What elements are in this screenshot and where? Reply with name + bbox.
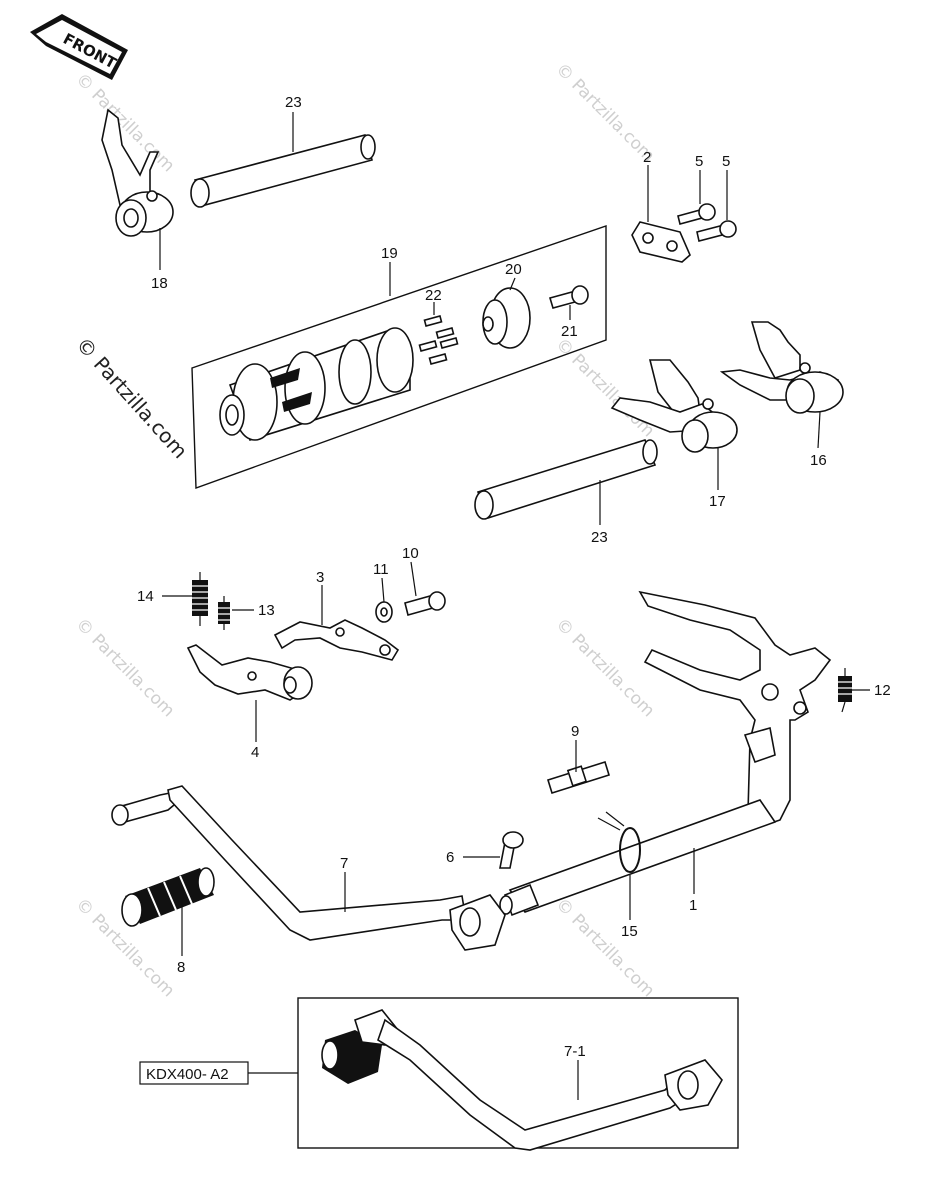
shift-fork-17 — [610, 359, 738, 453]
shift-fork-16 — [719, 321, 844, 414]
label-18: 18 — [151, 275, 168, 292]
label-7: 7 — [340, 855, 348, 872]
washer-11 — [375, 601, 393, 623]
label-1: 1 — [689, 897, 697, 914]
label-9: 9 — [571, 723, 579, 740]
stud-9 — [547, 760, 610, 795]
label-19: 19 — [381, 245, 398, 262]
screw-5b — [696, 220, 737, 242]
lever-4 — [186, 644, 313, 701]
spring-14 — [192, 572, 208, 626]
side-watermark: © Partzilla.com — [71, 332, 192, 463]
pedal-7 — [111, 785, 506, 951]
bolt-6 — [499, 831, 524, 869]
watermark: © Partzilla.com — [71, 614, 178, 721]
watermark: © Partzilla.com — [551, 334, 658, 441]
label-23-lower: 23 — [591, 529, 608, 546]
label-23-upper: 23 — [285, 94, 302, 111]
label-17: 17 — [709, 493, 726, 510]
label-7-1: 7-1 — [564, 1043, 586, 1060]
label-3: 3 — [316, 569, 324, 586]
label-5b: 5 — [722, 153, 730, 170]
label-16: 16 — [810, 452, 827, 469]
label-2: 2 — [643, 149, 651, 166]
grip-8 — [121, 867, 215, 927]
shaft-23-upper — [190, 134, 376, 208]
shift-drum-box-19 — [191, 225, 607, 489]
lever-3 — [273, 619, 400, 661]
label-5a: 5 — [695, 153, 703, 170]
label-11: 11 — [373, 561, 389, 578]
label-13: 13 — [258, 602, 275, 619]
bolt-10 — [404, 591, 446, 616]
watermark: © Partzilla.com — [551, 894, 658, 1001]
pedal-7-1 — [321, 1009, 723, 1151]
circlip-15 — [597, 811, 641, 873]
shift-fork-18 — [101, 108, 174, 237]
spring-13 — [218, 596, 230, 630]
label-4: 4 — [251, 744, 259, 761]
label-15: 15 — [621, 923, 638, 940]
front-arrow-badge: FRONT — [30, 14, 128, 80]
label-21: 21 — [561, 323, 578, 340]
callout-labels: 23 18 2 5 5 19 20 22 21 16 17 23 3 10 11… — [137, 94, 891, 1060]
screw-5a — [677, 203, 716, 225]
bolt-21 — [548, 285, 589, 309]
pins-22 — [418, 315, 459, 365]
model-inset-box: KDX400- A2 — [139, 997, 739, 1149]
label-22: 22 — [425, 287, 442, 304]
shaft-23-lower — [474, 439, 658, 520]
label-6: 6 — [446, 849, 454, 866]
spring-12 — [838, 668, 852, 713]
label-20: 20 — [505, 261, 522, 278]
cam-20 — [482, 287, 531, 349]
model-box-label: KDX400- A2 — [146, 1066, 229, 1083]
label-10: 10 — [402, 545, 419, 562]
label-8: 8 — [177, 959, 185, 976]
leader-lines — [159, 112, 870, 1100]
label-12: 12 — [874, 682, 891, 699]
shift-shaft-1 — [499, 590, 832, 917]
plate-2 — [631, 221, 691, 263]
label-14: 14 — [137, 588, 154, 605]
watermark: © Partzilla.com — [551, 614, 658, 721]
